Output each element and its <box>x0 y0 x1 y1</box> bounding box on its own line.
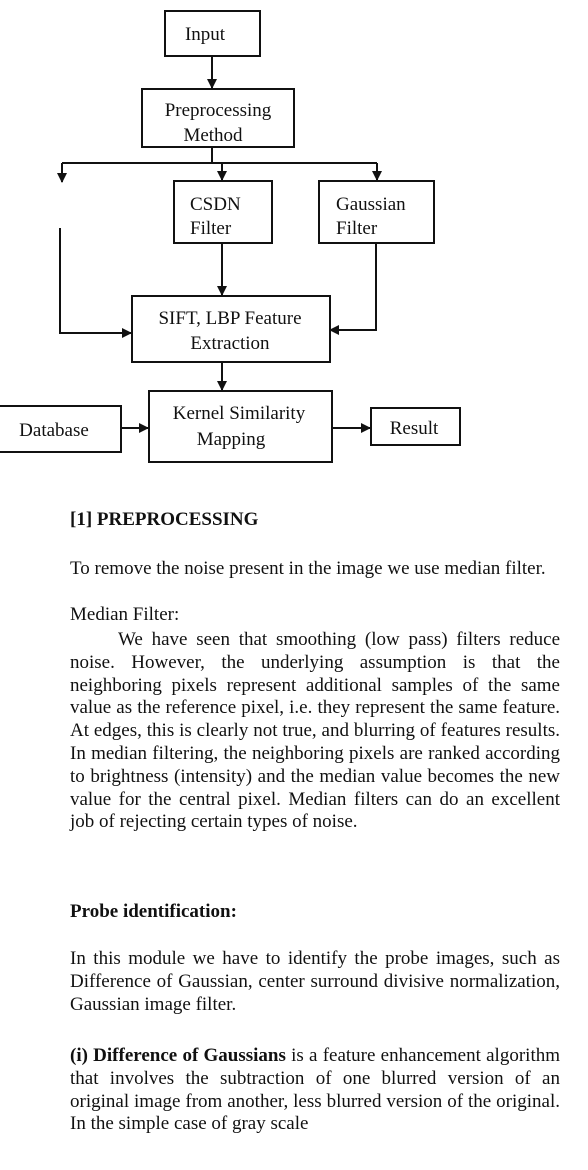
preprocessing-node: Preprocessing Method <box>141 88 295 148</box>
preprocessing-label-line2: Method <box>183 125 243 146</box>
probe-identification-heading: Probe identification: <box>70 901 237 922</box>
database-label: Database <box>19 420 89 441</box>
flow-diagram: Input Preprocessing Method CSDN Filter G… <box>0 10 461 463</box>
preprocessing-intro: To remove the noise present in the image… <box>70 558 546 579</box>
input-node: Input <box>164 10 261 57</box>
gaussian-label-line1: Gaussian <box>336 194 406 215</box>
kernel-label-line1: Kernel Similarity <box>173 403 306 424</box>
preprocessing-heading: [1] PREPROCESSING <box>70 509 259 530</box>
feature-extraction-label-line1: SIFT, LBP Feature <box>158 308 301 329</box>
input-label: Input <box>185 24 226 45</box>
gaussian-filter-node: Gaussian Filter <box>318 180 435 244</box>
difference-of-gaussians-text: is a feature enhancement algorithm that … <box>70 1045 560 1135</box>
difference-of-gaussians-paragraph: (i) Difference of Gaussians is a feature… <box>70 1045 560 1136</box>
feature-extraction-node: SIFT, LBP Feature Extraction <box>131 295 331 363</box>
arrow-left-branch-to-sift <box>59 228 132 338</box>
median-filter-label: Median Filter: <box>70 604 180 625</box>
database-node: Database <box>0 405 122 453</box>
probe-identification-paragraph: In this module we have to identify the p… <box>70 948 560 1015</box>
preprocessing-label-line1: Preprocessing <box>165 100 272 121</box>
feature-extraction-label-line2: Extraction <box>190 333 270 354</box>
csdn-label-line1: CSDN <box>190 194 241 215</box>
difference-of-gaussians-term: (i) Difference of Gaussians <box>70 1045 286 1066</box>
median-filter-paragraph: We have seen that smoothing (low pass) f… <box>70 629 560 833</box>
result-label: Result <box>390 418 439 439</box>
gaussian-label-line2: Filter <box>336 218 378 239</box>
kernel-mapping-node: Kernel Similarity Mapping <box>148 390 333 463</box>
kernel-label-line2: Mapping <box>197 429 266 450</box>
csdn-label-line2: Filter <box>190 218 232 239</box>
result-node: Result <box>370 407 461 446</box>
arrow-gaussian-to-sift <box>329 243 377 335</box>
csdn-filter-node: CSDN Filter <box>173 180 273 244</box>
